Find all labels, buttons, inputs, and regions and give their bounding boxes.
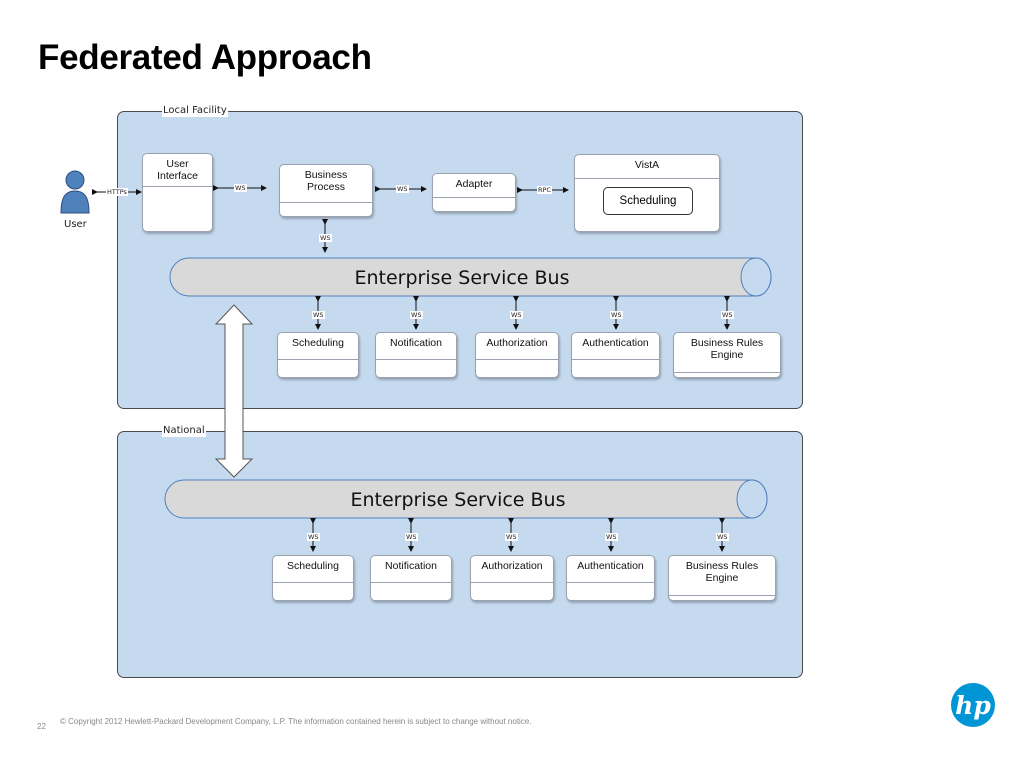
national-esb-label: Enterprise Service Bus xyxy=(350,489,565,511)
ws-tag-national-5: WS xyxy=(716,533,729,541)
user-interface-label: User Interface xyxy=(143,154,212,187)
federation-arrow xyxy=(214,304,254,478)
local-service-authentication: Authentication xyxy=(571,332,660,378)
ws-tag-local-4: WS xyxy=(610,311,623,319)
rpc-tag: RPC xyxy=(537,186,552,194)
vista-box: VistA Scheduling xyxy=(574,154,720,232)
ws-tag-bp-adapter: WS xyxy=(396,185,409,193)
vista-label: VistA xyxy=(575,155,719,179)
local-service-label: Business Rules Engine xyxy=(674,333,780,373)
ws-tag-national-2: WS xyxy=(405,533,418,541)
page-number: 22 xyxy=(37,722,46,731)
https-tag: HTTPs xyxy=(106,188,128,196)
adapter-label: Adapter xyxy=(433,174,515,198)
ws-tag-local-2: WS xyxy=(410,311,423,319)
hp-logo: hp xyxy=(951,683,995,727)
ws-tag-national-1: WS xyxy=(307,533,320,541)
national-service-authentication: Authentication xyxy=(566,555,655,601)
business-process-label: Business Process xyxy=(280,165,372,203)
ws-tag-bp-esb: WS xyxy=(319,234,332,242)
local-esb: Enterprise Service Bus xyxy=(169,257,772,297)
ws-tag-local-3: WS xyxy=(510,311,523,319)
local-service-notification: Notification xyxy=(375,332,457,378)
national-service-label: Business Rules Engine xyxy=(669,556,775,596)
national-esb: Enterprise Service Bus xyxy=(164,479,768,519)
user-interface-box: User Interface xyxy=(142,153,213,232)
ws-tag-local-5: WS xyxy=(721,311,734,319)
copyright-notice: © Copyright 2012 Hewlett-Packard Develop… xyxy=(60,717,532,726)
local-facility-label: Local Facility xyxy=(162,105,228,117)
svg-text:hp: hp xyxy=(955,691,991,720)
national-service-notification: Notification xyxy=(370,555,452,601)
ws-tag-national-4: WS xyxy=(605,533,618,541)
local-esb-label: Enterprise Service Bus xyxy=(354,267,569,289)
local-service-label: Authentication xyxy=(572,333,659,360)
user-icon xyxy=(60,170,90,214)
national-service-authorization: Authorization xyxy=(470,555,554,601)
national-service-label: Notification xyxy=(371,556,451,583)
national-service-label: Scheduling xyxy=(273,556,353,583)
local-service-authorization: Authorization xyxy=(475,332,559,378)
ws-tag-ui-bp: WS xyxy=(234,184,247,192)
vista-scheduling-box: Scheduling xyxy=(603,187,693,215)
adapter-box: Adapter xyxy=(432,173,516,212)
business-process-box: Business Process xyxy=(279,164,373,217)
local-service-scheduling: Scheduling xyxy=(277,332,359,378)
local-service-label: Notification xyxy=(376,333,456,360)
ws-tag-local-1: WS xyxy=(312,311,325,319)
local-service-label: Authorization xyxy=(476,333,558,360)
national-service-label: Authorization xyxy=(471,556,553,583)
local-service-business-rules: Business Rules Engine xyxy=(673,332,781,378)
user-label: User xyxy=(64,219,87,230)
national-service-business-rules: Business Rules Engine xyxy=(668,555,776,601)
ws-tag-national-3: WS xyxy=(505,533,518,541)
slide-title: Federated Approach xyxy=(38,38,372,77)
national-label: National xyxy=(162,425,206,437)
local-service-label: Scheduling xyxy=(278,333,358,360)
national-service-label: Authentication xyxy=(567,556,654,583)
national-service-scheduling: Scheduling xyxy=(272,555,354,601)
